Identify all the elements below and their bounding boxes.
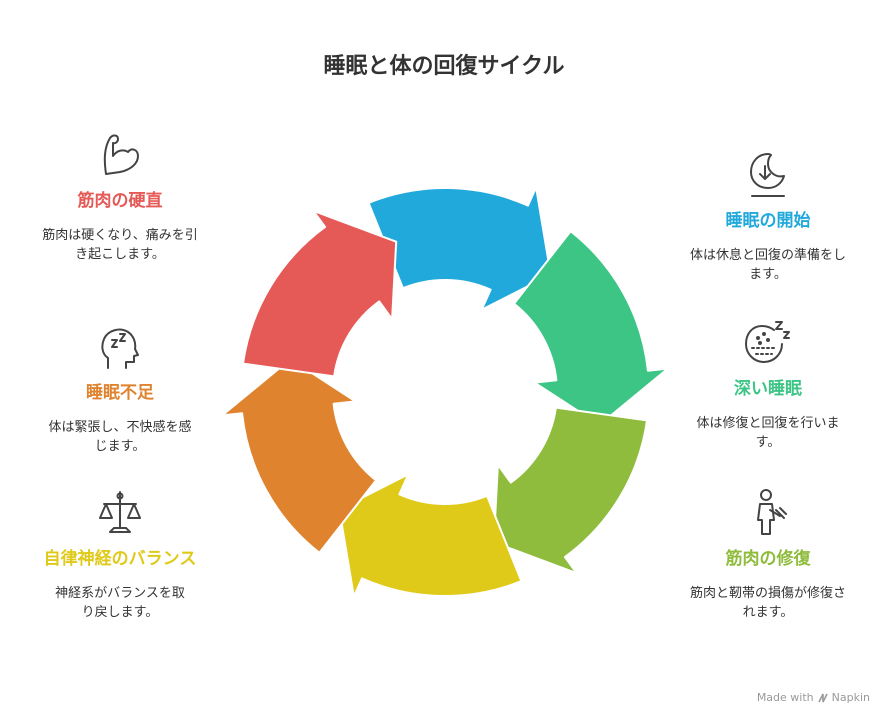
step-sleep-onset: 睡眠の開始 体は休息と回復の準備をします。 bbox=[678, 150, 858, 284]
napkin-credit[interactable]: Made with Napkin bbox=[757, 691, 870, 704]
diagram-title: 睡眠と体の回復サイクル bbox=[323, 54, 565, 79]
step-heading: 睡眠の開始 bbox=[725, 211, 811, 231]
step-heading: 筋肉の硬直 bbox=[77, 191, 163, 211]
step-muscle-stiffness: 筋肉の硬直 筋肉は硬くなり、痛みを引き起こします。 bbox=[30, 130, 210, 264]
step-autonomic-balance: 自律神経のバランス 神経系がバランスを取り戻します。 bbox=[30, 488, 210, 622]
step-description: 体は休息と回復の準備をします。 bbox=[690, 248, 847, 282]
step-description: 筋肉は硬くなり、痛みを引き起こします。 bbox=[42, 228, 198, 262]
step-heading: 深い睡眠 bbox=[734, 379, 802, 399]
step-deep-sleep: 深い睡眠 体は修復と回復を行います。 bbox=[678, 318, 858, 452]
step-heading: 自律神経のバランス bbox=[43, 549, 197, 569]
person-bandage-icon bbox=[757, 489, 787, 535]
step-description: 体は修復と回復を行います。 bbox=[696, 416, 840, 450]
moon-download-icon bbox=[750, 153, 785, 197]
step-description: 神経系がバランスを取り戻します。 bbox=[55, 586, 185, 620]
credit-brand: Napkin bbox=[831, 691, 870, 704]
arrow-segment-muscle-repair bbox=[492, 406, 648, 575]
step-muscle-repair: 筋肉の修復 筋肉と靭帯の損傷が修復されます。 bbox=[678, 488, 858, 622]
napkin-logo-icon bbox=[817, 693, 828, 702]
balance-scale-icon bbox=[99, 491, 141, 533]
step-sleep-deprivation: 睡眠不足 体は緊張し、不快感を感じます。 bbox=[30, 322, 210, 456]
step-heading: 筋肉の修復 bbox=[725, 549, 811, 569]
arrow-segment-autonomic-balance bbox=[338, 473, 523, 598]
step-description: 筋肉と靭帯の損傷が修復されます。 bbox=[690, 586, 847, 620]
sleepy-head-icon bbox=[101, 328, 139, 369]
step-heading: 睡眠不足 bbox=[86, 383, 154, 403]
arrow-segment-deep-sleep bbox=[513, 230, 669, 426]
credit-prefix: Made with bbox=[756, 691, 814, 704]
arrow-segment-sleep-onset bbox=[367, 186, 552, 311]
arrow-segment-sleep-deprivation bbox=[221, 358, 377, 554]
arrow-segment-muscle-stiffness bbox=[242, 209, 398, 378]
deep-sleep-icon bbox=[745, 321, 790, 363]
step-description: 体は緊張し、不快感を感じます。 bbox=[48, 420, 192, 454]
flexed-arm-icon bbox=[103, 134, 139, 175]
